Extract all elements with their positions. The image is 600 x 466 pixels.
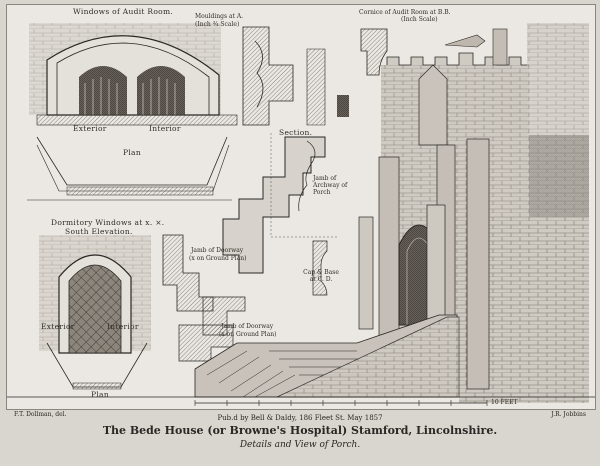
label-windows-audit-room: Windows of Audit Room. bbox=[73, 7, 174, 16]
audit-window-plan bbox=[27, 136, 232, 201]
doorway-jambs bbox=[162, 234, 246, 362]
label-jamb-doorway-1-sub: (x on Ground Plan) bbox=[189, 255, 247, 262]
label-dormitory: Dormitory Windows at x. ×. bbox=[51, 218, 165, 227]
publisher-line: Pub.d by Bell & Daldy, 186 Fleet St. May… bbox=[217, 414, 383, 422]
label-exterior-2: Exterior bbox=[41, 322, 75, 331]
cornice-detail bbox=[360, 28, 388, 76]
audit-window-elevation bbox=[29, 23, 238, 126]
label-jamb-doorway-2-sub: (x on Ground Plan) bbox=[219, 331, 277, 338]
label-jamb-doorway-1: Jamb of Doorway bbox=[191, 247, 244, 254]
plate-title: The Bede House (or Browne's Hospital) St… bbox=[102, 424, 498, 437]
archway-jamb-plan bbox=[222, 133, 337, 274]
label-exterior: Exterior bbox=[73, 124, 107, 133]
label-cornice: Cornice of Audit Room at B.B. bbox=[359, 9, 451, 16]
label-mouldings-scale: (Inch ¾ Scale) bbox=[195, 21, 240, 28]
label-cap-base: Cap & Base at C. D. bbox=[303, 269, 339, 283]
plate-subtitle: Details and View of Porch. bbox=[239, 440, 361, 450]
label-jamb-archway: Jamb of Archway of Porch bbox=[313, 175, 348, 196]
porch-view bbox=[7, 23, 595, 403]
label-interior-2: Interior bbox=[107, 322, 139, 331]
cap-base-detail bbox=[312, 240, 328, 296]
mouldings-detail bbox=[242, 26, 349, 126]
credit-engraver: J.R. Jobbins bbox=[551, 411, 586, 418]
label-south-elevation: South Elevation. bbox=[65, 227, 133, 236]
label-mouldings: Mouldings at A. bbox=[195, 13, 244, 20]
label-jamb-doorway-2: Jamb of Doorway bbox=[221, 323, 274, 330]
label-plan-top: Plan bbox=[123, 148, 141, 157]
architectural-drawing bbox=[7, 23, 595, 406]
engraving-plate: Windows of Audit Room. Mouldings at A. (… bbox=[6, 4, 596, 410]
scale-bar bbox=[194, 400, 488, 406]
label-section: Section. bbox=[279, 128, 313, 137]
dormitory-window bbox=[39, 235, 151, 390]
label-interior: Interior bbox=[149, 124, 181, 133]
label-cornice-scale: (Inch Scale) bbox=[401, 16, 438, 23]
credit-draughtsman: F.T. Dollman, del. bbox=[14, 411, 67, 418]
label-plan-bottom: Plan bbox=[91, 390, 109, 399]
label-scale-feet: 10 FEET bbox=[491, 399, 518, 406]
